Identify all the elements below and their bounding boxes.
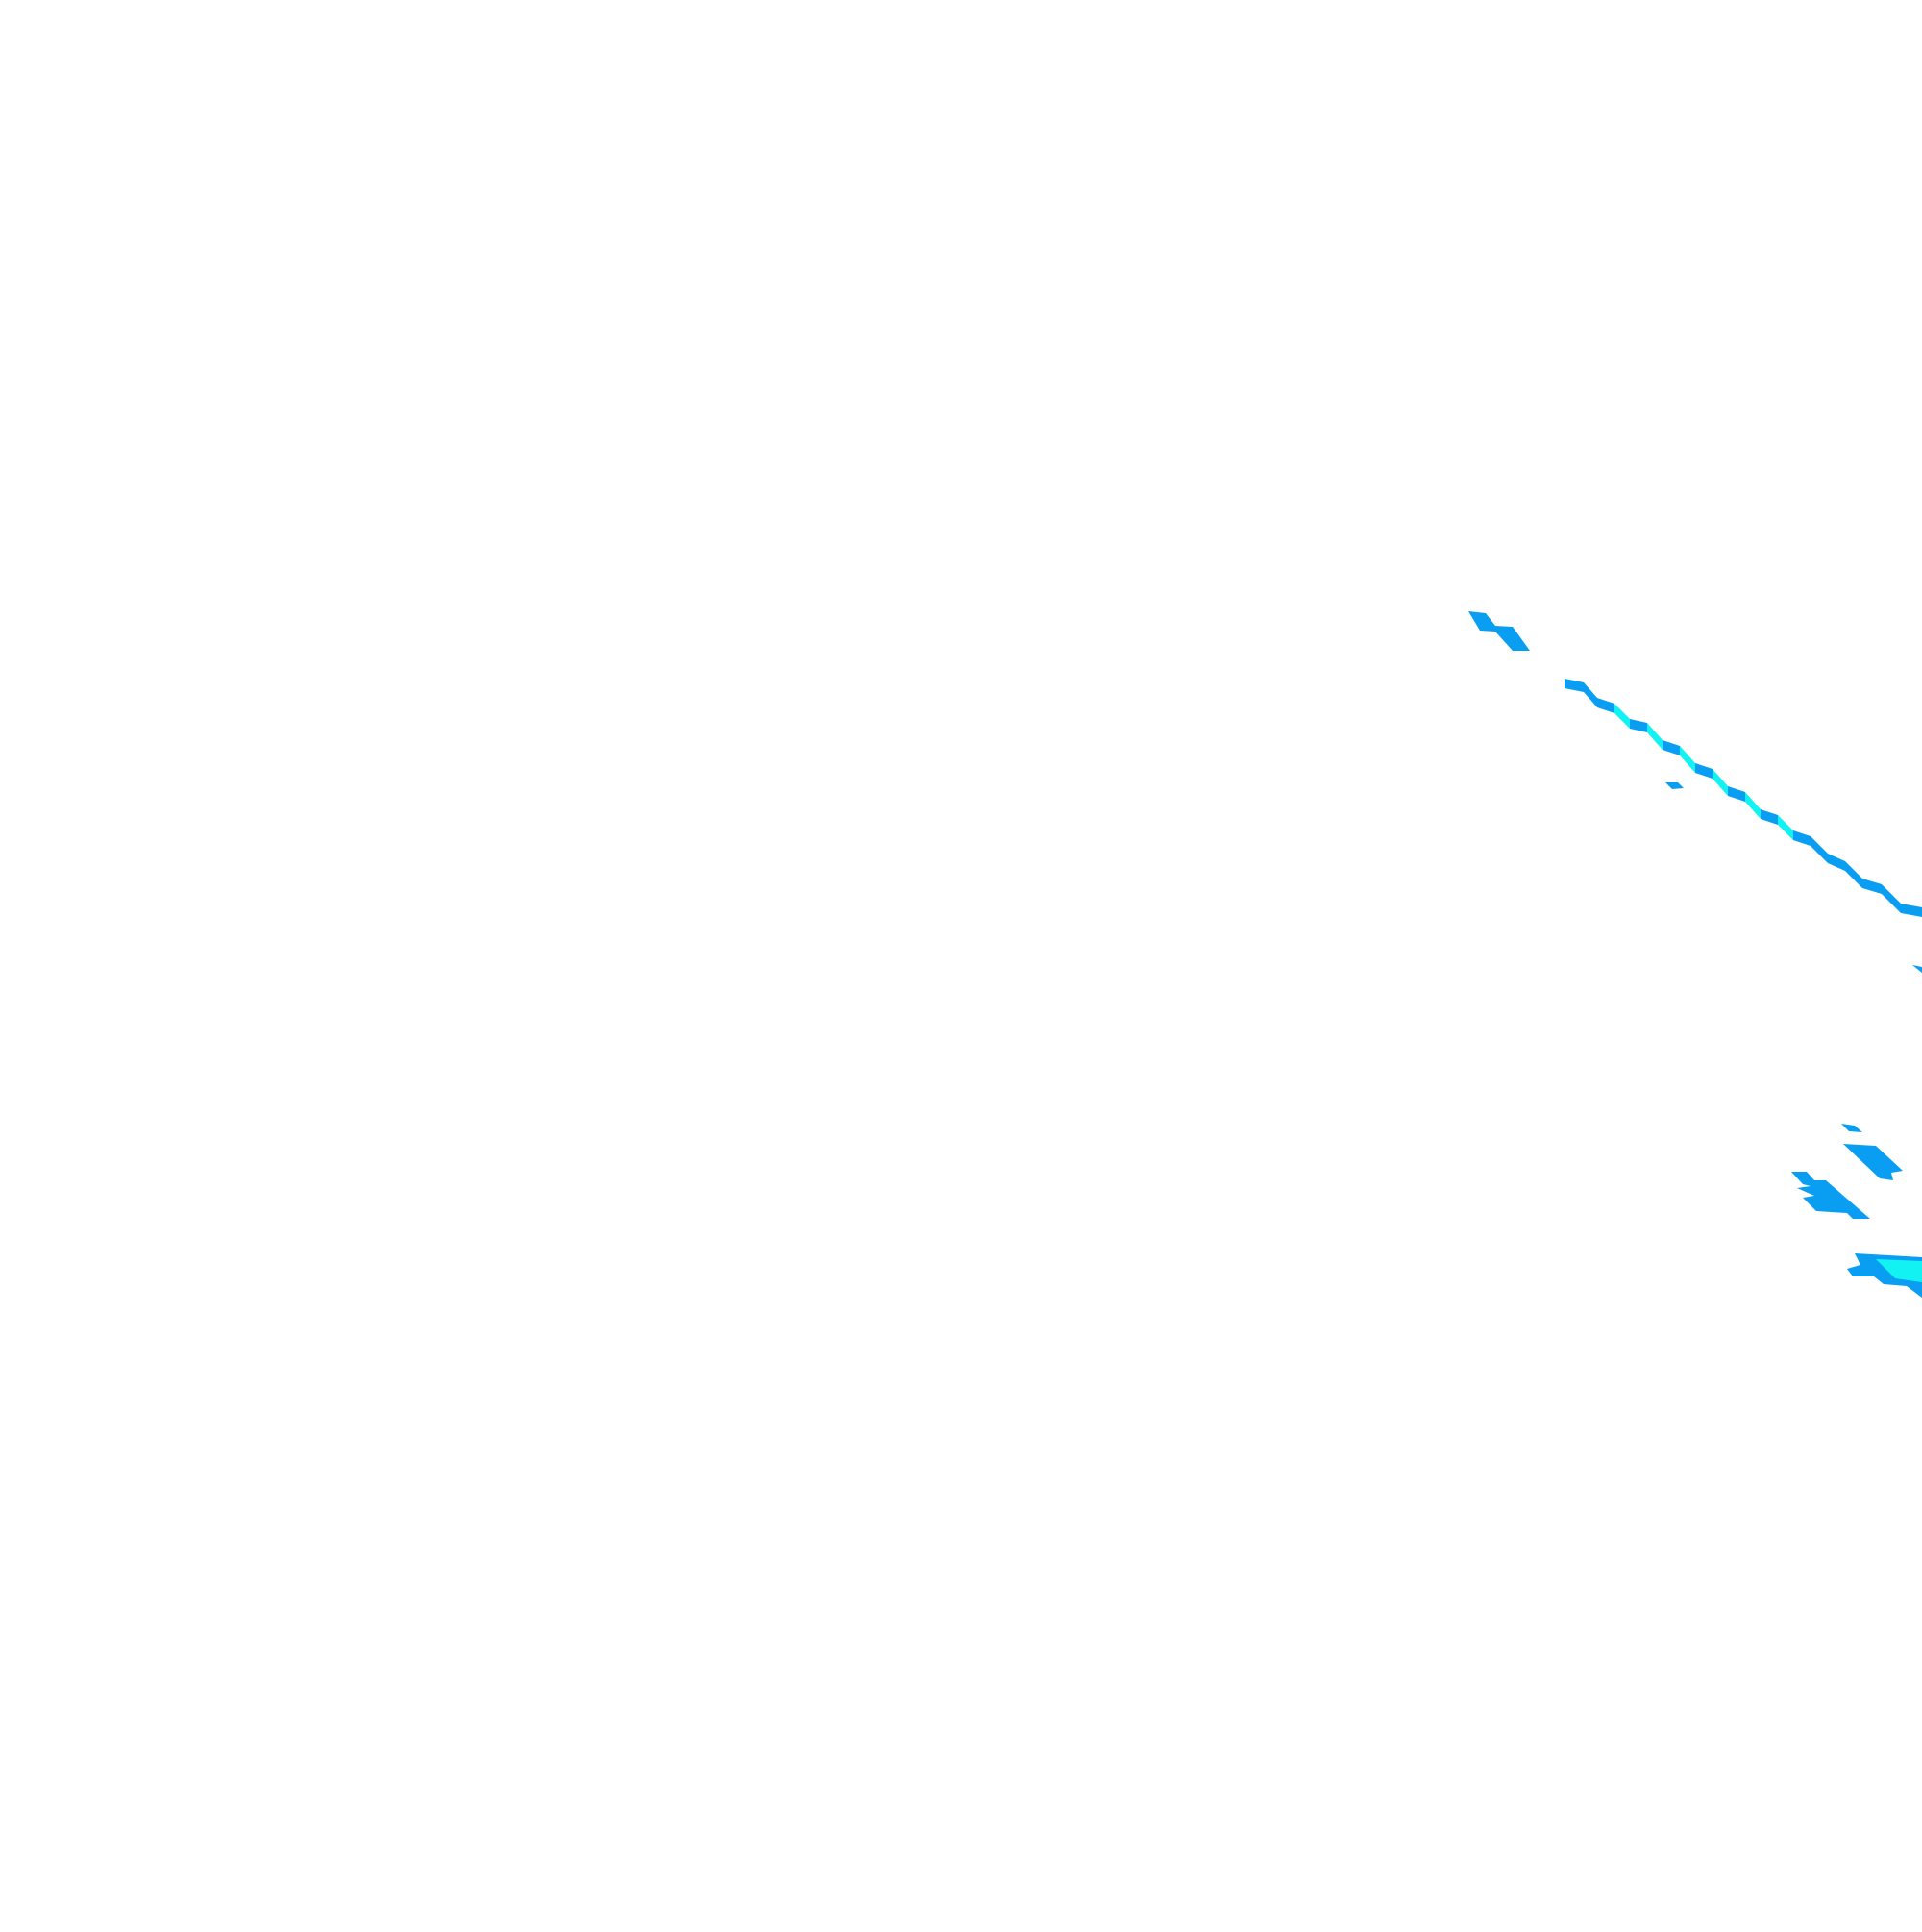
- strip-fragment: [1841, 1124, 1862, 1132]
- strip-segment: [1745, 792, 1761, 819]
- strip-segment: [1584, 682, 1597, 707]
- strip-segment: [1663, 740, 1680, 755]
- strip-segment: [1761, 809, 1778, 825]
- strip-segment: [1680, 746, 1695, 773]
- strip-fragment: [1791, 1172, 1870, 1219]
- shape-layer: [1468, 611, 1922, 1298]
- strip-segment: [1614, 704, 1630, 729]
- strip-segment: [1630, 719, 1647, 732]
- strip-segment: [1811, 836, 1828, 863]
- strip-segment: [1845, 861, 1862, 888]
- strip-fragment: [1843, 1144, 1903, 1180]
- strip-segment: [1862, 879, 1882, 894]
- strip-segment: [1901, 904, 1922, 917]
- strip-fragment: [1912, 965, 1922, 973]
- strip-segment: [1828, 854, 1845, 871]
- strip-segment: [1728, 786, 1745, 802]
- strip-segment: [1713, 769, 1728, 796]
- strip-segment: [1793, 830, 1811, 846]
- strip-segment: [1597, 698, 1614, 713]
- strip-fragment: [1468, 611, 1530, 651]
- strip-fragment: [1665, 782, 1684, 789]
- strip-segment: [1695, 763, 1713, 779]
- strip-segment: [1647, 723, 1663, 750]
- strip-segment: [1565, 679, 1584, 692]
- strip-segment: [1882, 884, 1901, 913]
- strip-fragment-highlight: [1876, 1259, 1922, 1282]
- strip-segment: [1778, 815, 1793, 840]
